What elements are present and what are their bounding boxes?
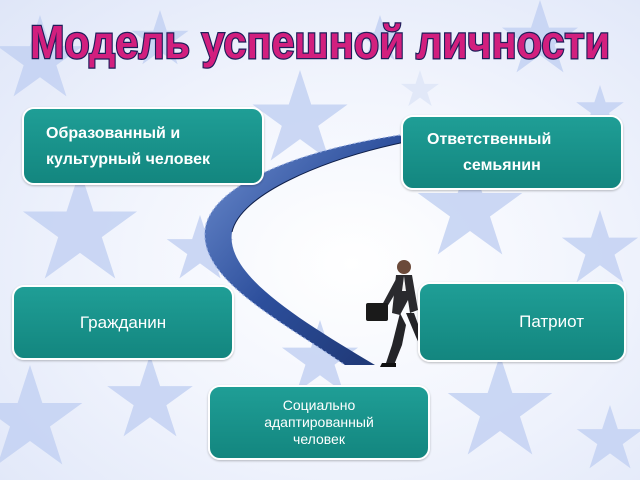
card-responsible-family-man: Ответственный семьянин <box>401 115 623 190</box>
card-family-line1: Ответственный <box>427 131 552 148</box>
card-patriot-label: Патриот <box>519 312 584 331</box>
card-educated-line2: культурный человек <box>46 151 211 168</box>
card-patriot: Патриот <box>418 282 626 362</box>
card-family-line2: семьянин <box>463 157 541 174</box>
card-educated-cultured: Образованный и культурный человек <box>22 107 264 185</box>
slide-title: Модель успешной личности <box>29 15 612 70</box>
card-social-line2: адаптированный <box>264 414 374 430</box>
briefcase-icon <box>366 303 388 321</box>
card-citizen: Гражданин <box>12 285 234 360</box>
card-social-line1: Социально <box>282 397 356 413</box>
card-socially-adapted: Социально адаптированный человек <box>208 385 430 460</box>
card-social-line3: человек <box>293 431 345 447</box>
title-text: Модель успешной личности <box>30 16 610 68</box>
card-citizen-label: Гражданин <box>79 313 167 332</box>
card-educated-line1: Образованный и <box>46 125 181 142</box>
